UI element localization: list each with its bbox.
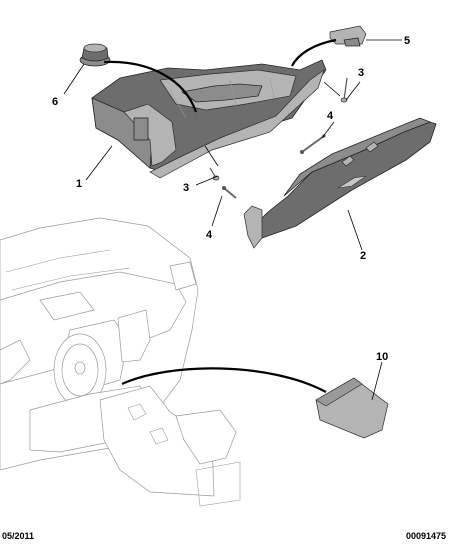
storage-mat-part [315, 377, 389, 439]
link-stopper-to-housing [103, 60, 198, 113]
footer-date: 05/2011 [2, 531, 35, 541]
callout-1: 1 [76, 178, 82, 190]
clip-rod-lower [222, 186, 237, 199]
callout-2: 2 [360, 250, 366, 262]
callout-3-lower: 3 [183, 182, 189, 194]
callout-leaders [63, 39, 402, 401]
glovebox-lid-part [243, 117, 437, 249]
link-damper-to-housing [291, 38, 337, 67]
damper-part [329, 25, 367, 47]
screw-lower [209, 167, 220, 181]
callout-4-lower: 4 [206, 229, 213, 241]
callout-10: 10 [376, 351, 388, 363]
callout-5: 5 [404, 35, 410, 47]
stopper-part [79, 43, 111, 67]
dashboard-outline [0, 217, 241, 507]
glovebox-housing-part [91, 59, 327, 179]
clip-rod-upper [300, 134, 326, 154]
footer-reference-number: 00091475 [405, 531, 446, 541]
callout-4-upper: 4 [327, 110, 334, 122]
link-mat-to-dashboard [121, 367, 327, 393]
callout-3-upper: 3 [358, 67, 364, 79]
callout-6: 6 [52, 96, 58, 108]
screw-upper [340, 77, 348, 103]
